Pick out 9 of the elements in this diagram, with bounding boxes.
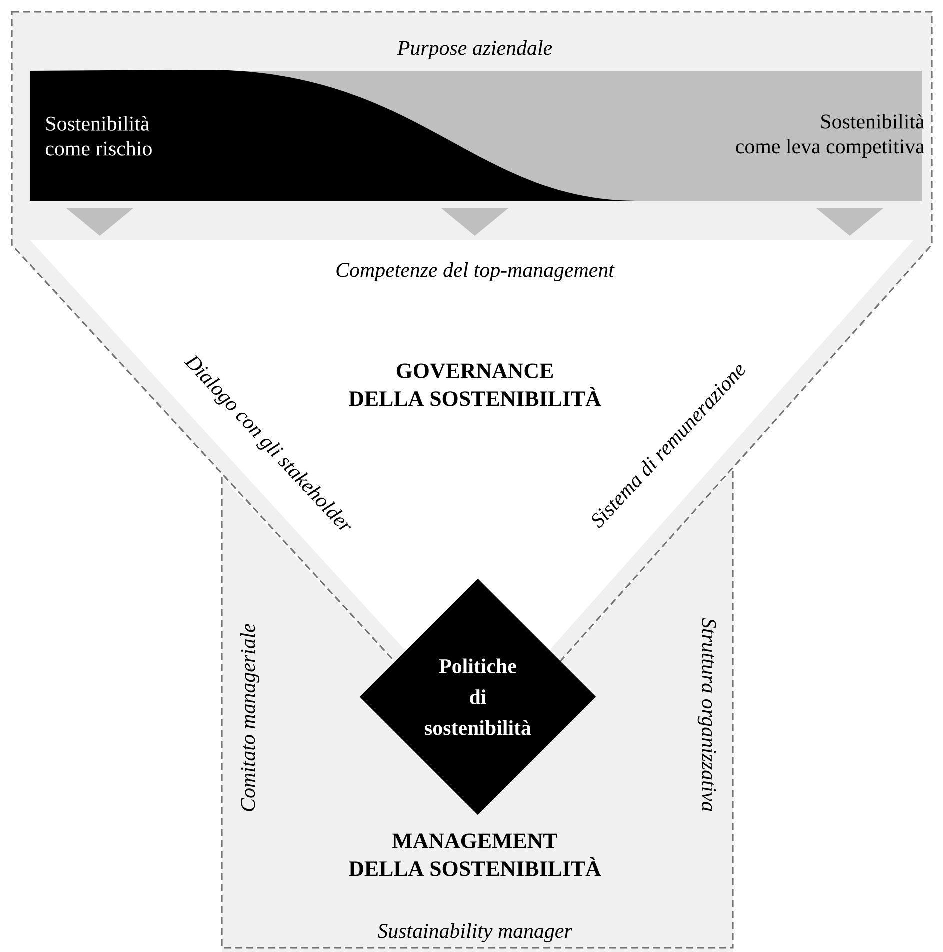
- side-label: Comitato manageriale: [240, 624, 260, 812]
- heading-label: Purpose aziendale: [397, 40, 552, 60]
- title-text: MANAGEMENT DELLA SOSTENIBILITÀ: [349, 834, 602, 876]
- heading-label: Competenze del top-management: [336, 262, 615, 282]
- side-label: Struttura organizzativa: [698, 618, 716, 812]
- title-text: GOVERNANCE DELLA SOSTENIBILITÀ: [349, 364, 602, 406]
- heading-label: Sustainability manager: [378, 924, 572, 943]
- bar-label: Sostenibilità come rischio: [46, 116, 152, 156]
- bar-label: Sostenibilità come leva competitiva: [736, 114, 925, 158]
